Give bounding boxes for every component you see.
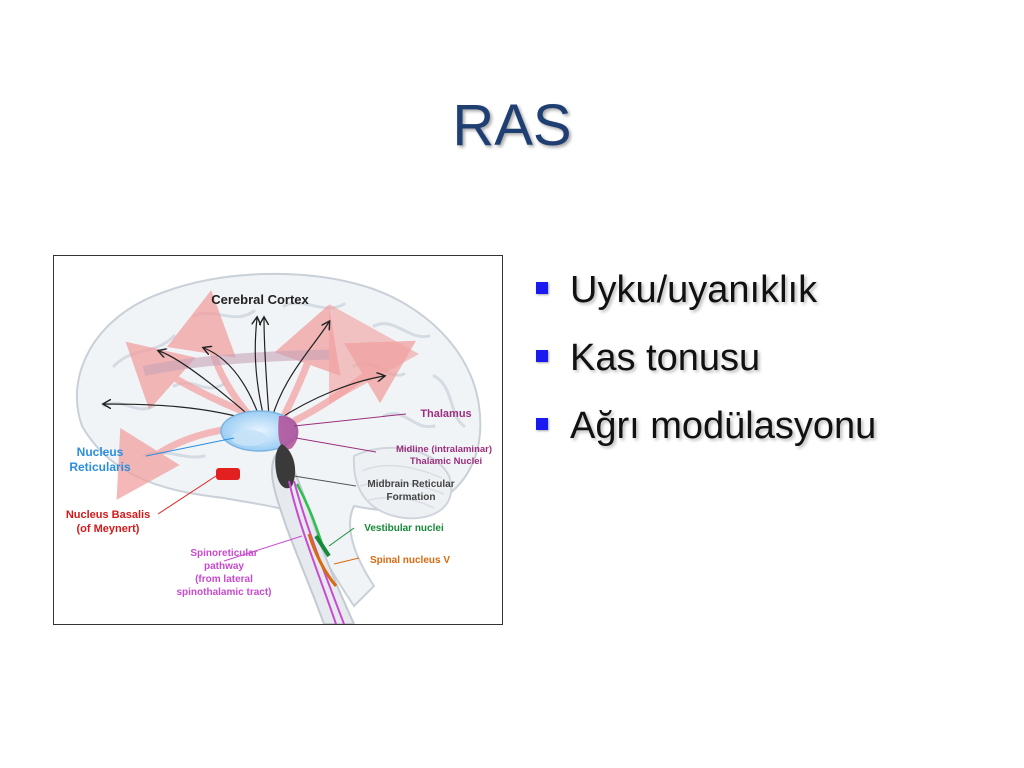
nucleus-basalis-region [216,468,240,480]
label-cerebral-cortex: Cerebral Cortex [211,292,309,307]
label-thalamus: Thalamus [420,408,471,420]
label-midbrain-line2: Formation [387,492,436,503]
bullet-text: Uyku/uyanıklık [570,269,818,311]
bullet-item: Uyku/uyanıklık [530,268,876,336]
label-spinoreticular-line1: Spinoreticular [190,548,257,559]
label-nucleus-reticularis-line2: Reticularis [69,460,131,474]
label-nucleus-basalis-line1: Nucleus Basalis [66,509,150,521]
bullet-text: Ağrı modülasyonu [570,405,877,447]
label-spinoreticular-line4: spinothalamic tract) [176,587,271,598]
midbrain-reticular-formation [275,444,296,489]
square-bullet-icon [536,282,548,294]
bullet-item: Ağrı modülasyonu [530,404,876,472]
slide-title: RAS [452,93,572,158]
label-spinal-nucleus-v: Spinal nucleus V [370,555,450,566]
square-bullet-icon [536,418,548,430]
label-nucleus-basalis-line2: (of Meynert) [77,523,140,535]
label-spinoreticular-line3: (from lateral [195,574,253,585]
bullet-text: Kas tonusu [570,337,761,379]
bullet-item: Kas tonusu [530,336,876,404]
brain-illustration: Cerebral Cortex Thalamus Midline (intral… [66,272,492,624]
label-midline-line2: Thalamic Nuclei [410,456,482,467]
ras-brain-diagram: Cerebral Cortex Thalamus Midline (intral… [53,255,503,625]
label-vestibular-nuclei: Vestibular nuclei [364,523,444,534]
square-bullet-icon [536,350,548,362]
label-nucleus-reticularis-line1: Nucleus [77,445,124,459]
label-midbrain-line1: Midbrain Reticular [367,479,454,490]
label-midline-line1: Midline (intralaminar) [396,444,492,455]
bullet-list: Uyku/uyanıklık Kas tonusu Ağrı modülasyo… [530,268,876,472]
label-spinoreticular-line2: pathway [204,561,244,572]
